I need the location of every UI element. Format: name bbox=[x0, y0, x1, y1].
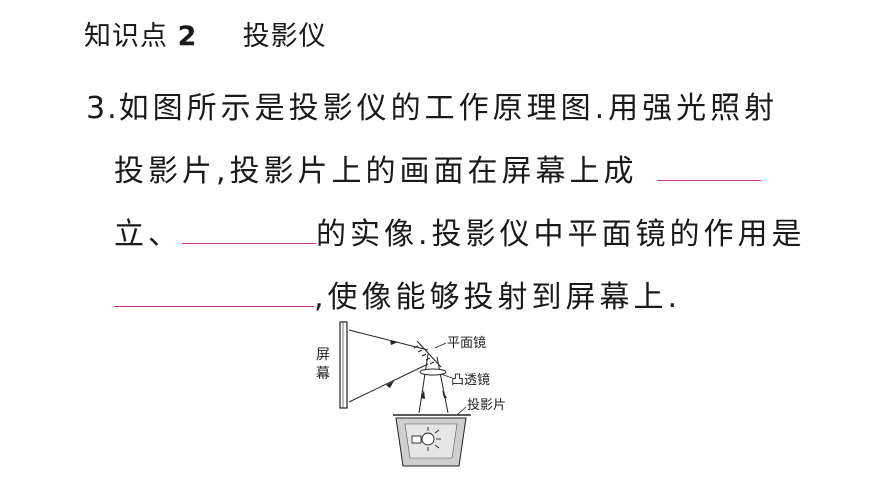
light-rays bbox=[348, 329, 449, 414]
screen bbox=[339, 321, 348, 409]
section-number: 2 bbox=[177, 21, 198, 52]
question-line-2: 投影片,投影片上的画面在屏幕上成 bbox=[114, 146, 762, 190]
question-text-4: ,使像能够投射到屏幕上. bbox=[314, 280, 682, 315]
answer-blank-1[interactable] bbox=[657, 158, 762, 181]
screen-label-2: 幕 bbox=[316, 366, 330, 382]
mirror-label: 平面镜 bbox=[447, 336, 486, 351]
slide-label: 投影片 bbox=[467, 397, 506, 413]
section-label: 知识点 bbox=[84, 21, 168, 52]
section-title: 投影仪 bbox=[242, 21, 327, 52]
question-text-3b: 的实像.投影仪中平面镜的作用是 bbox=[316, 217, 806, 252]
screen-label-1: 屏 bbox=[316, 347, 330, 363]
lens-label: 凸透镜 bbox=[451, 373, 490, 388]
question-text-1: 如图所示是投影仪的工作原理图.用强光照射 bbox=[118, 91, 779, 126]
answer-blank-2[interactable] bbox=[182, 221, 316, 244]
section-heading: 知识点 2 投影仪 bbox=[84, 14, 327, 53]
ray-arrows bbox=[386, 340, 447, 399]
question-line-4: ,使像能够投射到屏幕上. bbox=[114, 272, 681, 316]
question-text-2: 投影片,投影片上的画面在屏幕上成 bbox=[114, 154, 638, 189]
convex-lens bbox=[419, 368, 447, 376]
answer-blank-3[interactable] bbox=[114, 284, 314, 307]
question-text-3a: 立、 bbox=[114, 217, 182, 252]
question-line-1: 3.如图所示是投影仪的工作原理图.用强光照射 bbox=[86, 83, 778, 127]
question-number: 3. bbox=[86, 91, 119, 126]
plane-mirror bbox=[413, 340, 442, 368]
question-line-3: 立、 的实像.投影仪中平面镜的作用是 bbox=[114, 209, 806, 253]
light-bulb bbox=[411, 427, 441, 451]
